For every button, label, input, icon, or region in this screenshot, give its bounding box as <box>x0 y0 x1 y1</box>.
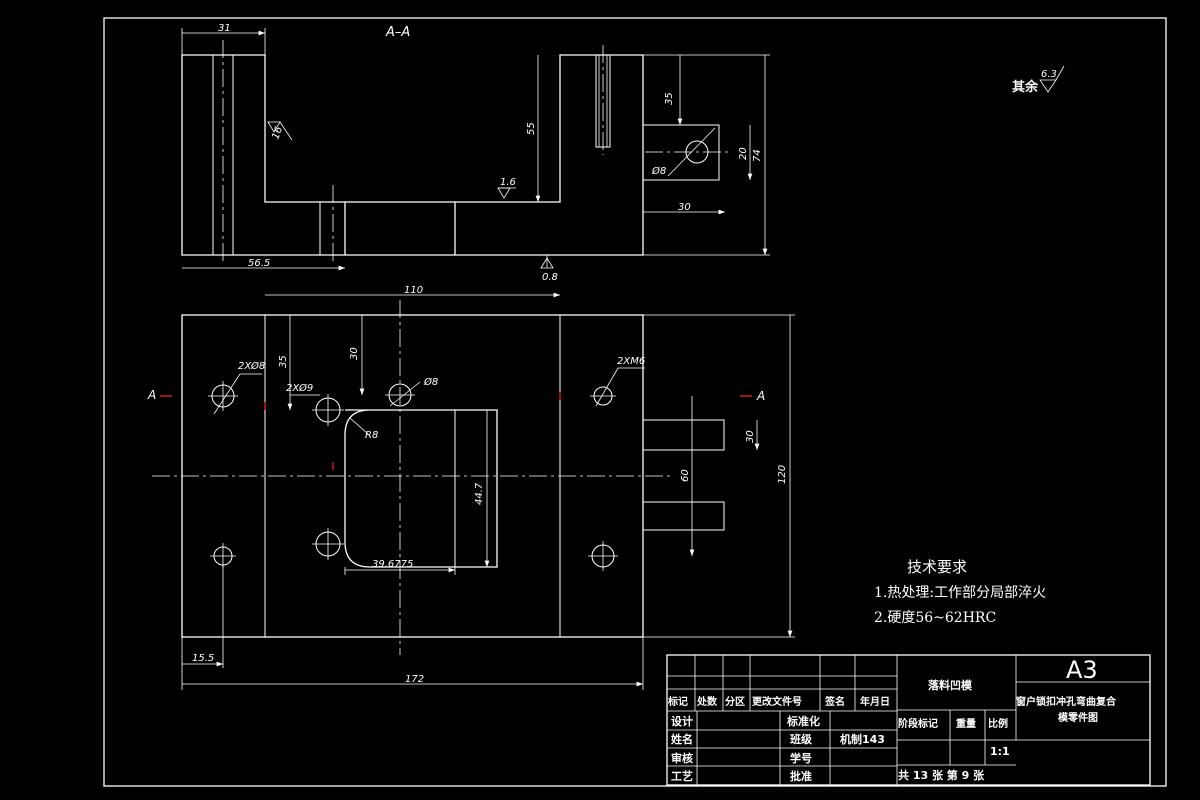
hdr-date: 年月日 <box>860 695 890 708</box>
roughness-0-8: 0.8 <box>542 272 558 283</box>
title-block: A3 落料凹模 窗户锁扣冲孔弯曲复合 模零件图 标记 处数 分区 更改文件号 签… <box>666 654 1151 786</box>
row-process: 工艺 <box>671 769 693 783</box>
dim-110: 110 <box>404 285 423 296</box>
hdr-count: 处数 <box>696 695 718 708</box>
dim-55: 55 <box>526 122 537 135</box>
dim-31: 31 <box>218 23 231 34</box>
row-design: 设计 <box>671 714 693 728</box>
stage-scale: 比例 <box>988 717 1008 730</box>
section-left-body <box>181 54 346 256</box>
dim-phi8: Ø8 <box>651 165 666 177</box>
dim-15-5: 15.5 <box>192 653 214 664</box>
hdr-zone: 分区 <box>725 695 745 708</box>
class-value: 机制143 <box>840 732 885 746</box>
section-right-body <box>454 54 644 256</box>
cavity-outline <box>344 409 498 568</box>
drawing-title-1: 窗户锁扣冲孔弯曲复合 <box>1016 695 1117 708</box>
dim-44-7: 44.7 <box>474 482 485 505</box>
hdr-mark: 标记 <box>667 695 688 708</box>
dim-2xm6: 2XM6 <box>617 356 645 367</box>
drawing-title-2: 模零件图 <box>1058 711 1098 724</box>
surface-note-label: 其余 <box>1012 79 1039 95</box>
sheet-info: 共 13 张 第 9 张 <box>898 768 985 782</box>
section-mark-left: A <box>147 388 156 402</box>
dim-60: 60 <box>680 469 691 482</box>
tech-req-title: 技术要求 <box>907 558 967 576</box>
drawing-frame <box>103 17 1167 787</box>
row-check: 审核 <box>671 751 693 765</box>
surface-note: 其余 6.3 <box>1012 65 1065 95</box>
hdr-sign: 签名 <box>824 695 845 708</box>
tech-req-line2: 2.硬度56~62HRC <box>874 610 996 626</box>
hdr-change-doc: 更改文件号 <box>752 695 802 708</box>
dim-r8: R8 <box>365 430 378 441</box>
section-mark-right: A <box>756 389 765 403</box>
tech-req-line1: 1.热处理:工作部分局部淬火 <box>874 585 1046 601</box>
row-class: 班级 <box>790 732 813 746</box>
dim-plan-30b: 30 <box>745 430 756 443</box>
row-approve: 批准 <box>790 769 812 783</box>
dim-2xphi9: 2XØ9 <box>286 382 313 394</box>
dim-39-6775: 39.6775 <box>372 559 413 570</box>
row-name: 姓名 <box>671 732 693 746</box>
stage-mark: 阶段标记 <box>898 717 938 730</box>
roughness-1-6: 1.6 <box>500 177 516 188</box>
part-name: 落料凹模 <box>928 678 973 692</box>
dim-30: 30 <box>678 202 691 213</box>
plan-view: A A 110 35 30 2XØ8 2XØ9 <box>147 285 795 690</box>
dim-plan-30: 30 <box>349 347 360 360</box>
section-view: A–A 31 56.5 55 35 20 74 30 <box>181 23 770 283</box>
stage-weight: 重量 <box>956 717 976 730</box>
sheet-size: A3 <box>1066 656 1098 684</box>
scale-value: 1:1 <box>990 745 1010 758</box>
dim-plan-35: 35 <box>278 355 289 368</box>
dim-120: 120 <box>777 465 788 484</box>
section-title: A–A <box>385 25 410 40</box>
dim-20: 20 <box>738 147 749 160</box>
dim-plan-phi8: Ø8 <box>423 376 438 388</box>
dim-74: 74 <box>752 149 763 162</box>
row-id: 学号 <box>790 751 812 765</box>
row-standard: 标准化 <box>786 714 820 728</box>
dim-2xphi8: 2XØ8 <box>238 360 265 372</box>
surface-note-value: 6.3 <box>1041 69 1057 80</box>
dim-56-5: 56.5 <box>248 258 270 269</box>
dim-172: 172 <box>405 674 424 685</box>
roughness-16: 16 <box>270 125 285 141</box>
tech-requirements: 技术要求 1.热处理:工作部分局部淬火 2.硬度56~62HRC <box>874 558 1046 626</box>
dim-35: 35 <box>664 92 675 105</box>
